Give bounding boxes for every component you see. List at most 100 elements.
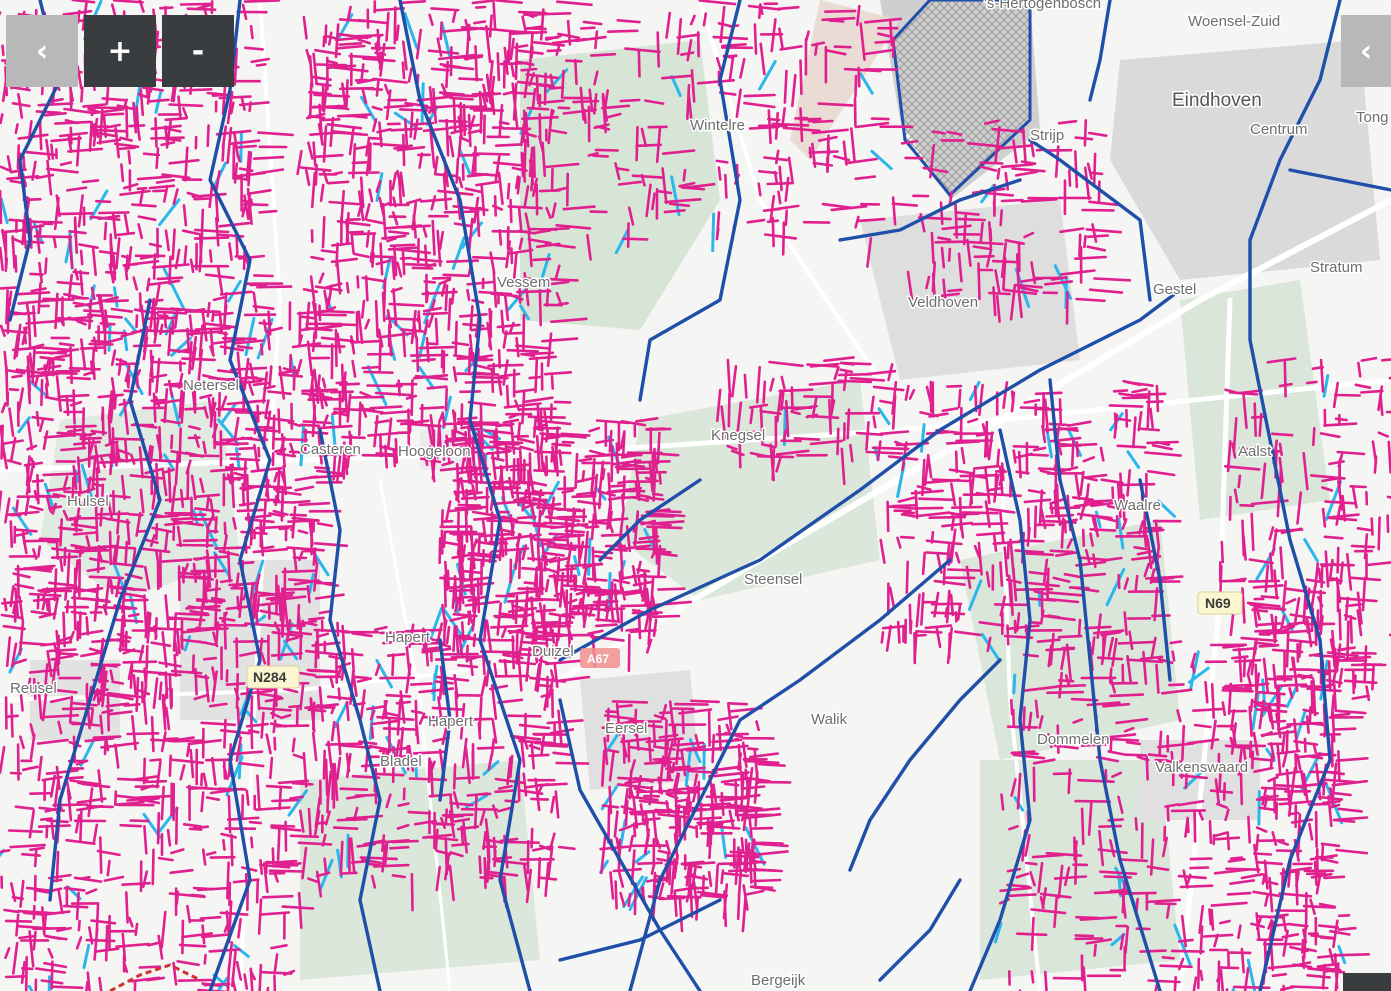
branch-segment [1052,772,1073,776]
branch-segment [566,598,578,605]
branch-segment [1158,730,1163,757]
branch-segment [619,430,626,450]
branch-segment [57,393,90,398]
branch-segment [608,429,613,453]
branch-segment [43,663,49,694]
branch-segment [7,829,43,833]
branch-segment [545,578,550,593]
branch-segment [693,773,699,787]
branch-segment [931,272,937,306]
branch-segment [1305,380,1318,385]
branch-segment [1100,634,1107,666]
branch-segment [837,372,873,377]
branch-segment [1296,491,1303,525]
branch-segment [226,861,230,900]
branch-segment [593,93,598,115]
branch-segment [769,377,775,392]
branch-segment [17,93,24,119]
branch-segment [432,276,452,280]
branch-segment [490,511,494,545]
branch-segment [490,684,498,720]
branch-segment [137,223,144,240]
branch-segment [1000,793,1005,811]
branch-segment [678,895,684,933]
branch-segment [26,444,38,451]
branch-segment [658,882,665,897]
branch-segment [541,435,561,441]
branch-segment [527,597,562,602]
branch-segment [1308,706,1312,724]
branch-segment [548,128,568,135]
branch-segment [149,445,154,465]
branch-segment [778,388,814,393]
branch-segment [0,324,6,337]
branch-segment [866,237,873,268]
branch-segment [48,581,78,588]
branch-segment [999,209,1003,227]
branch-segment [476,746,505,750]
branch-segment [897,496,916,503]
branch-segment [120,163,125,183]
branch-segment [240,97,246,111]
branch-segment [1121,879,1127,914]
branch-segment [140,784,155,791]
branch-segment [407,744,415,772]
branch-segment [685,891,691,903]
branch-segment [957,388,962,409]
branch-segment [614,880,618,910]
branch-segment [1080,807,1085,846]
branch-segment [460,26,493,31]
branch-segment [21,765,39,772]
branch-segment [74,301,103,308]
branch-segment [170,434,174,450]
branch-segment [855,431,884,436]
branch-segment [381,699,388,720]
branch-segment [155,760,162,789]
branch-segment [1138,520,1145,535]
branch-segment [499,465,506,504]
branch-segment [177,95,182,119]
branch-segment [79,346,106,350]
secondary-segment [423,283,441,325]
branch-segment [468,555,473,582]
branch-segment [298,501,331,507]
branch-segment [485,25,492,64]
branch-segment [223,521,227,536]
branch-segment [503,46,509,75]
branch-segment [77,781,98,788]
branch-segment [651,192,656,211]
secondary-segment [183,635,192,652]
branch-segment [38,261,43,284]
branch-segment [1242,657,1247,678]
branch-segment [112,544,118,565]
branch-segment [504,295,510,322]
branch-segment [201,924,206,945]
branch-segment [870,395,875,413]
branch-segment [1091,223,1098,243]
branch-segment [428,445,436,483]
branch-segment [345,211,350,245]
branch-segment [454,505,488,510]
branch-segment [272,509,289,516]
branch-segment [556,515,588,519]
branch-segment [1193,809,1197,843]
branch-segment [104,924,109,962]
secondary-segment [1156,499,1176,518]
branch-segment [468,115,476,131]
branch-segment [276,584,283,622]
branch-segment [1033,505,1038,539]
branch-segment [1153,587,1159,622]
branch-segment [821,16,856,22]
branch-segment [401,61,406,80]
branch-segment [693,816,723,821]
secondary-segment [318,858,334,892]
branch-segment [609,871,615,900]
branch-segment [778,165,783,192]
branch-segment [970,522,1009,526]
branch-segment [954,203,959,239]
branch-segment [652,722,657,748]
branch-segment [696,79,735,85]
